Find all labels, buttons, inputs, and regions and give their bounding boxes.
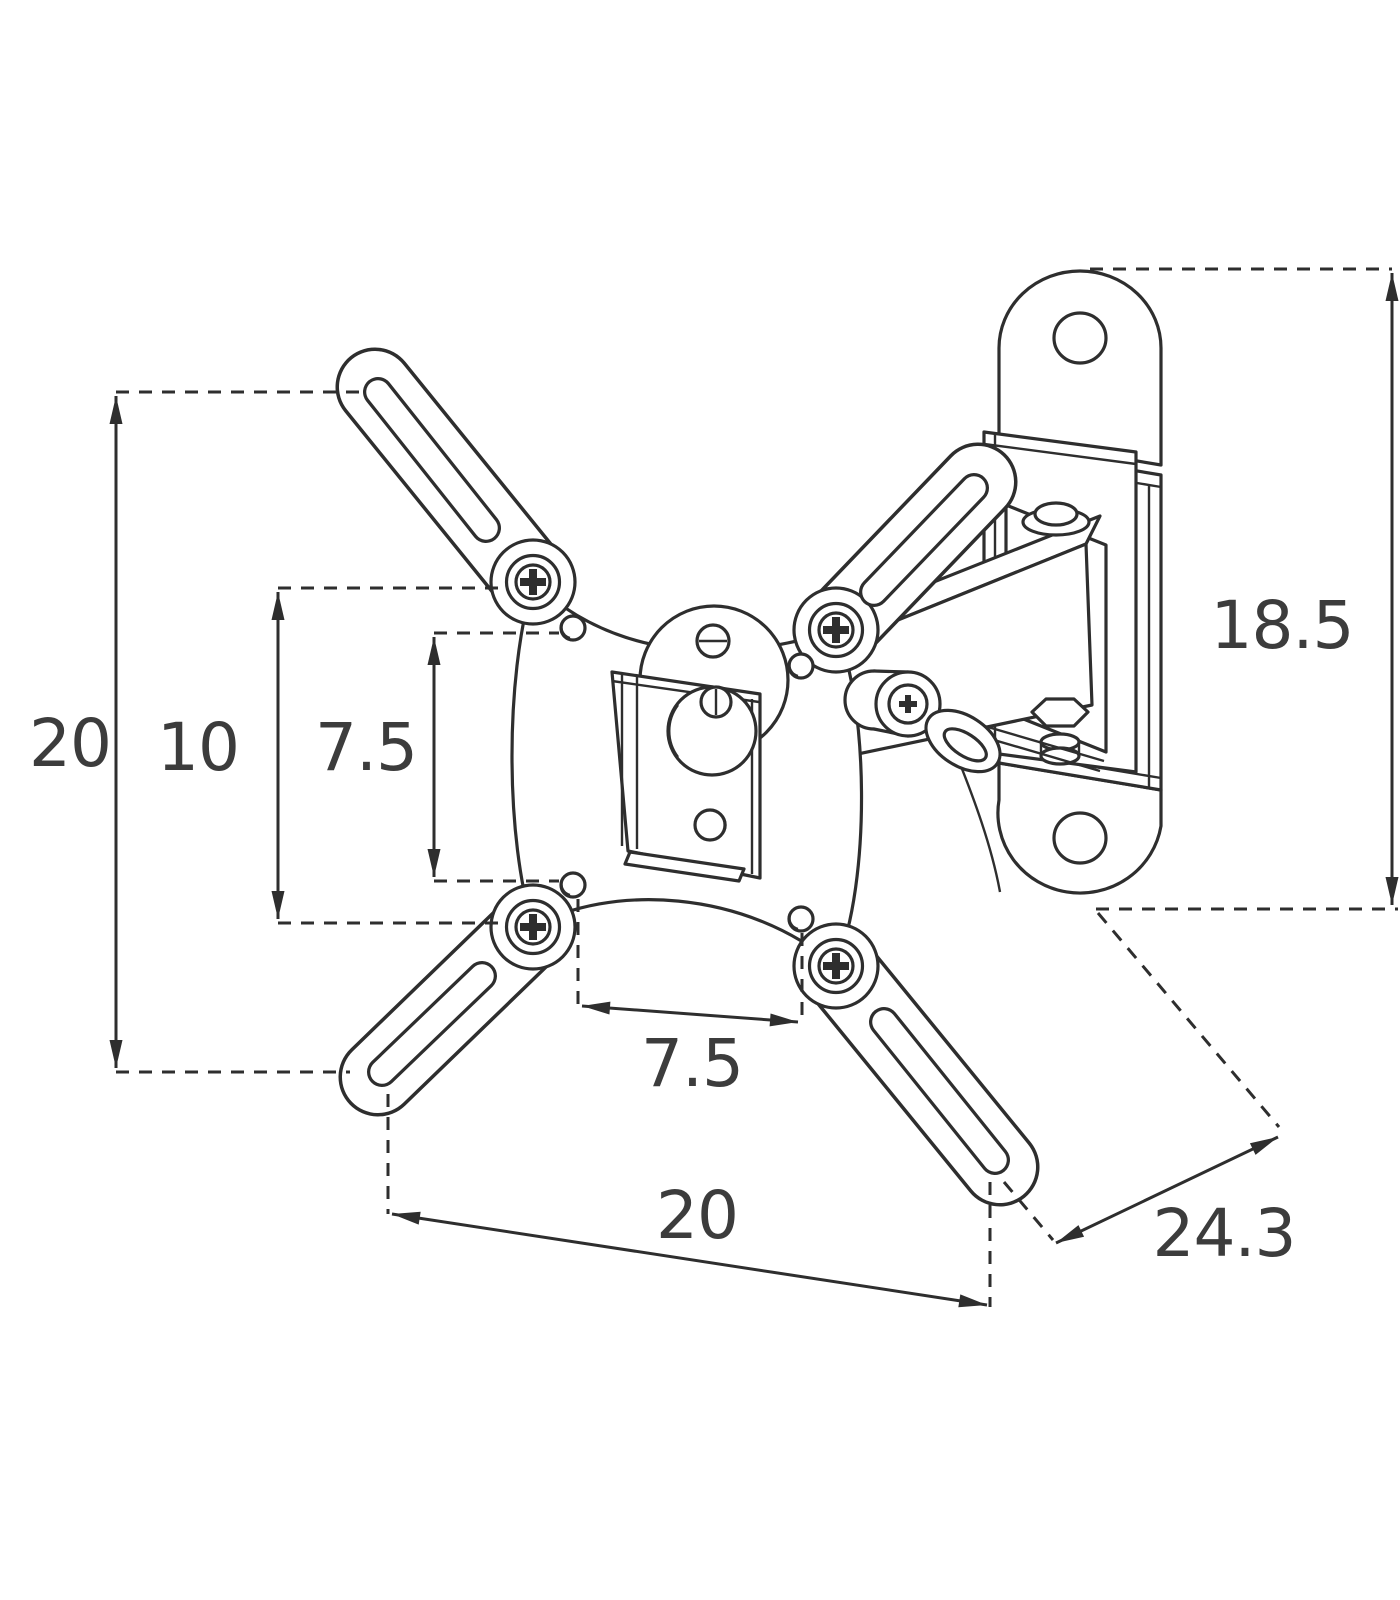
pivot-cap bbox=[1021, 501, 1091, 537]
dim-label-bottom-total: 20 bbox=[656, 1177, 738, 1254]
dim-left-total-height: 20 bbox=[29, 390, 366, 1074]
dim-label-bottom-inner: 7.5 bbox=[641, 1025, 743, 1102]
wall-plate-top-tab bbox=[997, 269, 1163, 467]
vesa-holes bbox=[559, 614, 815, 933]
tilt-knob bbox=[843, 669, 1002, 774]
dim-label-diagonal-depth: 24.3 bbox=[1153, 1195, 1296, 1272]
center-adapter-plate bbox=[610, 670, 762, 883]
vesa-arm-upper-right bbox=[792, 442, 1018, 674]
wall-plate-bottom-hole bbox=[1052, 811, 1108, 865]
pivot-screw-lower-left bbox=[504, 898, 562, 956]
dim-label-left-mid: 10 bbox=[157, 709, 239, 786]
dim-left-inner-spacing: 7.5 bbox=[315, 631, 559, 883]
dim-bottom-total-width: 20 bbox=[386, 1094, 992, 1308]
pivot-screw-lower-right bbox=[807, 937, 865, 995]
vesa-arm-lower-left bbox=[338, 883, 577, 1117]
dim-diagonal-depth: 24.3 bbox=[1002, 912, 1296, 1272]
plate-bottom-fold bbox=[623, 850, 746, 883]
dim-bottom-inner-width: 7.5 bbox=[576, 899, 804, 1102]
dim-label-plate-height: 18.5 bbox=[1211, 587, 1354, 664]
standoff bbox=[693, 808, 727, 842]
dim-wall-plate-height: 18.5 bbox=[1090, 267, 1399, 911]
tilt-knob-ring bbox=[924, 708, 1002, 774]
vesa-arm-lower-right bbox=[792, 922, 1040, 1207]
vesa-arm-upper-left bbox=[335, 347, 577, 626]
pivot-screw-upper-right bbox=[807, 601, 865, 659]
dim-label-left-inner: 7.5 bbox=[315, 709, 417, 786]
dim-left-hole-spacing: 10 bbox=[157, 586, 504, 925]
pivot-screw-upper-left bbox=[504, 553, 562, 611]
dim-label-left-total: 20 bbox=[29, 705, 111, 782]
wall-plate-top-hole bbox=[1052, 311, 1108, 365]
